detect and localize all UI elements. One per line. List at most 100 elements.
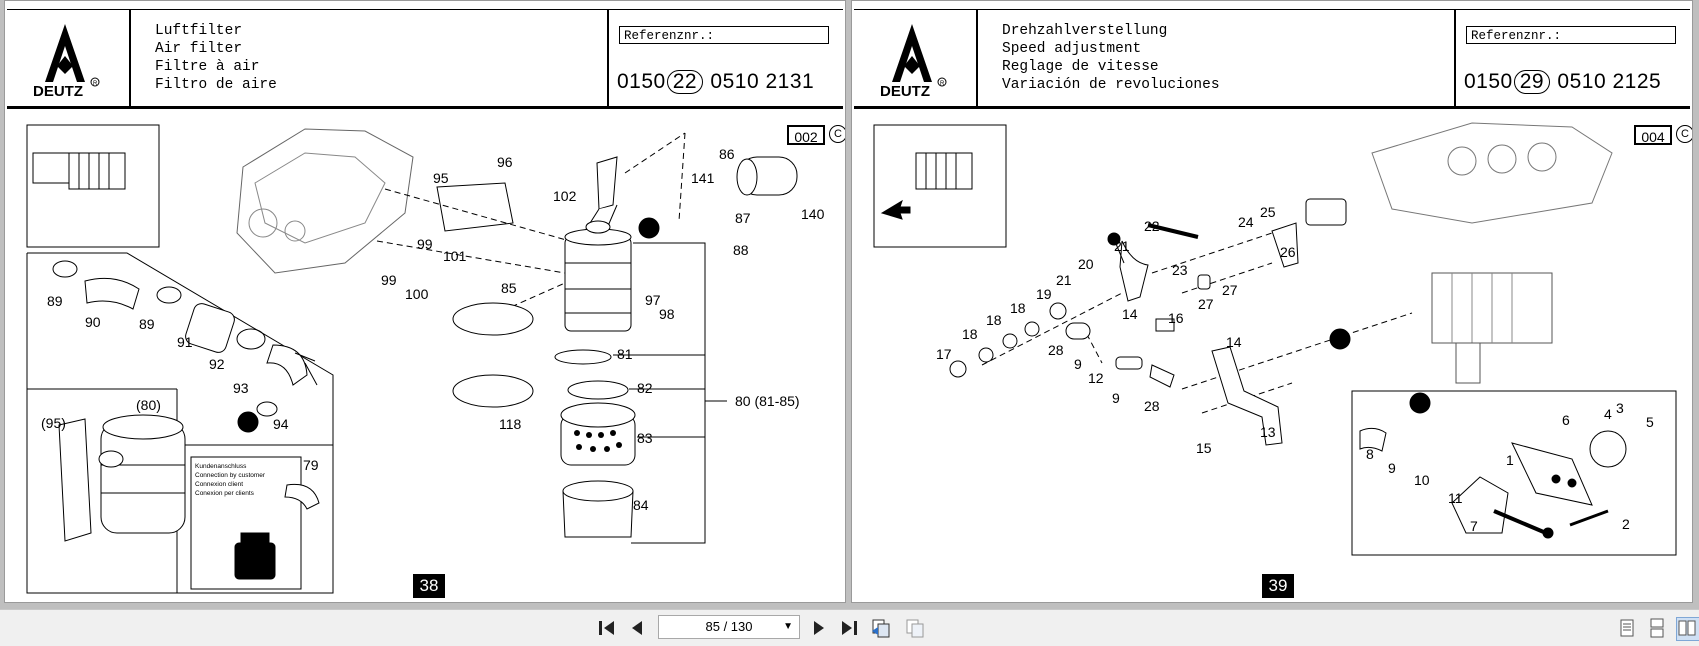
document-page-left: R DEUTZ Luftfilter Air filter Filtre à a… (4, 0, 846, 603)
callout: (80) (136, 397, 161, 413)
title-es: Variación de revoluciones (1002, 77, 1220, 93)
ref-prefix: 0150 (617, 70, 666, 93)
callout: 79 (303, 457, 319, 473)
callout: 27 (1222, 282, 1238, 298)
ref-group: 22 (666, 70, 704, 94)
legend-line: Connection by customer (195, 472, 266, 479)
legend-line: Conexion per clients (195, 490, 255, 497)
callout: 14 (1122, 306, 1138, 322)
single-page-icon[interactable] (1616, 617, 1638, 639)
marker-a: A (1335, 331, 1345, 347)
callout: 27 (1198, 296, 1214, 312)
next-page-icon[interactable] (808, 617, 830, 639)
callout: 80 (81-85) (735, 393, 800, 409)
callout: 85 (501, 280, 517, 296)
callout: 17 (936, 346, 952, 362)
callout: 28 (1048, 342, 1064, 358)
two-page-icon[interactable] (1676, 617, 1699, 641)
callout: 12 (1088, 370, 1104, 386)
ref-group: 29 (1513, 70, 1551, 94)
page-titles: Luftfilter Air filter Filtre à air Filtr… (155, 22, 277, 94)
legend-line: Connexion client (195, 481, 243, 488)
sheet-number: 002 (787, 125, 825, 145)
part-81 (554, 349, 612, 365)
callout: 99 (417, 236, 433, 252)
page-select-dropdown-icon[interactable]: ▼ (783, 621, 793, 632)
copyright-mark: C (1676, 125, 1692, 143)
arrow-icon (880, 199, 911, 220)
first-page-icon[interactable] (596, 617, 618, 639)
brand-text: DEUTZ (33, 83, 83, 98)
title-es: Filtro de aire (155, 77, 277, 93)
callout: 90 (85, 314, 101, 330)
title-de: Luftfilter (155, 23, 243, 39)
callout: 9 (1074, 356, 1082, 372)
page-titles: Drehzahlverstellung Speed adjustment Reg… (1002, 22, 1220, 94)
callout: 83 (637, 430, 653, 446)
callout: 87 (735, 210, 751, 226)
ref-suffix: 0510 2131 (710, 70, 815, 93)
callout: 14 (1226, 334, 1242, 350)
svg-text:R: R (93, 81, 98, 87)
engine-block-icon (68, 152, 126, 190)
callout: 18 (986, 312, 1002, 328)
pipe-91 (185, 303, 235, 353)
customer-connection-legend (190, 456, 302, 590)
title-de: Drehzahlverstellung (1002, 23, 1168, 39)
engine-orientation-inset (873, 124, 1007, 248)
viewer-toolbar: 85 / 130 ▼ (0, 609, 1699, 646)
callout: 11 (1448, 490, 1463, 506)
view-mode-b-icon[interactable] (904, 617, 926, 639)
callout: 98 (659, 306, 675, 322)
callout: 100 (405, 286, 429, 302)
callout: 19 (1036, 286, 1052, 302)
marker-a: A (644, 220, 654, 236)
engine-orientation-inset (26, 124, 160, 248)
marker-a: A (243, 414, 253, 430)
callout: 21 (1056, 272, 1072, 288)
callout: 10 (1414, 472, 1430, 488)
part-82 (567, 380, 629, 400)
brand-text: DEUTZ (880, 83, 930, 98)
callout: 23 (1172, 262, 1188, 278)
title-fr: Filtre à air (155, 59, 260, 75)
air-filter-diagram: A A 95 96 102 86 141 87 140 88 99 101 99… (5, 113, 845, 602)
page-header: R DEUTZ Luftfilter Air filter Filtre à a… (7, 9, 843, 109)
copyright-mark: C (829, 125, 845, 143)
callout: 91 (177, 334, 193, 350)
callout: 2 (1622, 516, 1630, 532)
callout: 141 (691, 170, 715, 186)
marker-a: A (1415, 395, 1425, 411)
continuous-icon[interactable] (1646, 617, 1668, 639)
page-indicator-text: 85 / 130 (705, 619, 753, 634)
svg-text:R: R (940, 81, 945, 87)
callout: 15 (1196, 440, 1212, 456)
callout: 8 (1366, 446, 1374, 462)
air-filter-housing (564, 236, 632, 332)
view-mode-a-icon[interactable] (870, 617, 892, 639)
callout: 16 (1168, 310, 1184, 326)
title-en: Speed adjustment (1002, 41, 1142, 57)
callout: 95 (433, 170, 449, 186)
page-number-badge: 39 (1262, 574, 1294, 598)
deutz-logo: R DEUTZ (7, 10, 131, 106)
reference-label: Referenznr.: (1466, 26, 1676, 44)
detail-inset (1351, 390, 1677, 556)
speed-adjustment-diagram: A A 22 24 25 21 26 20 23 21 27 19 27 18 … (852, 113, 1692, 602)
callout: 18 (1010, 300, 1026, 316)
callout: 86 (719, 146, 735, 162)
callout: 28 (1144, 398, 1160, 414)
callout: 5 (1646, 414, 1654, 430)
callout: 26 (1280, 244, 1296, 260)
callout: 118 (499, 416, 522, 432)
page-indicator-field[interactable]: 85 / 130 ▼ (658, 615, 800, 639)
callout: 82 (637, 380, 653, 396)
prev-page-icon[interactable] (626, 617, 648, 639)
title-fr: Reglage de vitesse (1002, 59, 1159, 75)
callout: 99 (381, 272, 397, 288)
callout: 18 (962, 326, 978, 342)
last-page-icon[interactable] (838, 617, 860, 639)
callout: 24 (1238, 214, 1254, 230)
